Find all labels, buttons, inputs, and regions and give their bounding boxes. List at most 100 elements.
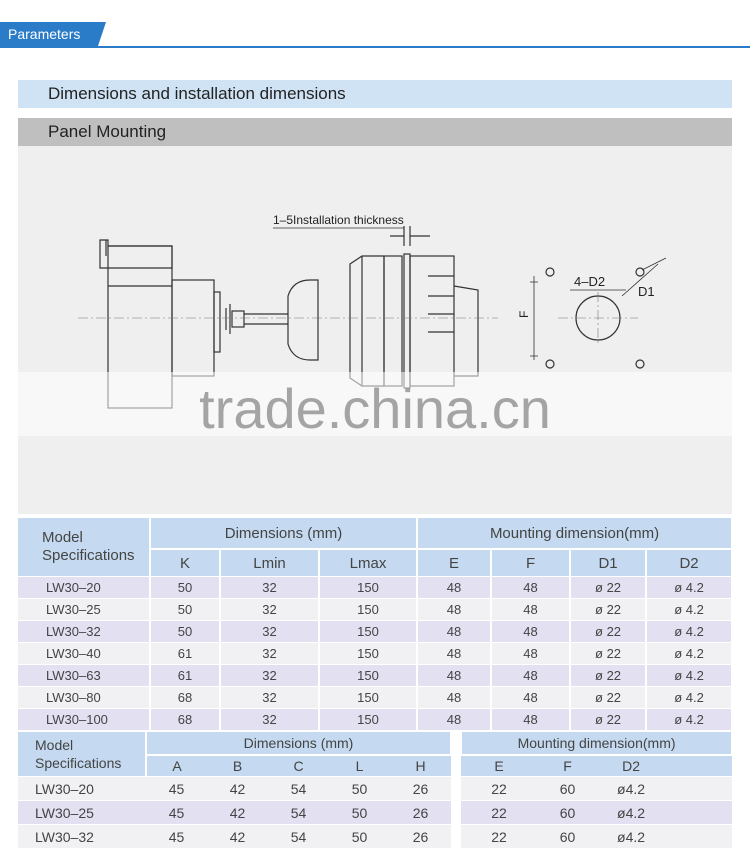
table-cell: ø4.2 xyxy=(598,776,665,801)
mounting-header: Mounting dimension(mm) xyxy=(461,732,734,755)
model-cell: LW30–80 xyxy=(18,686,151,709)
table-row: LW30–20 50 32 150 48 48 ø 22 ø 4.2 xyxy=(18,576,734,599)
section-header-dimensions: Dimensions and installation dimensions xyxy=(18,80,732,108)
column-header: A xyxy=(146,754,207,777)
table-cell: 68 xyxy=(150,708,221,730)
model-cell: LW30–32 xyxy=(18,620,151,643)
table-cell: ø 22 xyxy=(570,598,648,621)
table-cell: 22 xyxy=(461,776,538,801)
table-cell: ø 4.2 xyxy=(646,598,734,621)
model-cell: LW30–63 xyxy=(18,664,151,687)
table-cell: 22 xyxy=(461,824,538,848)
table-cell: 54 xyxy=(268,824,329,848)
table-cell: 32 xyxy=(220,598,320,621)
table-cell: 48 xyxy=(417,686,493,709)
tab-parameters[interactable]: Parameters xyxy=(0,22,106,46)
table-cell: ø 22 xyxy=(570,642,648,665)
table-cell: 26 xyxy=(390,824,452,848)
divider xyxy=(451,800,462,825)
table-cell: 45 xyxy=(146,776,207,801)
table-cell: ø 22 xyxy=(570,664,648,687)
table-cell: 32 xyxy=(220,664,320,687)
column-header: L xyxy=(329,754,390,777)
table-cell: 150 xyxy=(319,620,419,643)
divider xyxy=(451,754,462,777)
divider xyxy=(451,776,462,801)
column-header: B xyxy=(207,754,268,777)
table-row: LW30–32 45 42 54 50 26 22 60 ø4.2 xyxy=(18,824,733,848)
table-cell: 48 xyxy=(491,576,572,599)
column-header: Lmin xyxy=(220,548,320,577)
table-cell: 22 xyxy=(461,800,538,825)
label-d1: D1 xyxy=(638,284,655,299)
table-cell-empty xyxy=(664,800,733,825)
divider xyxy=(451,824,462,848)
column-header: D2 xyxy=(646,548,734,577)
table-cell: 150 xyxy=(319,576,419,599)
table-cell: ø 4.2 xyxy=(646,686,734,709)
table-cell: 45 xyxy=(146,800,207,825)
table-cell: 68 xyxy=(150,686,221,709)
table-row: LW30–25 50 32 150 48 48 ø 22 ø 4.2 xyxy=(18,598,734,621)
column-header: E xyxy=(417,548,493,577)
dimensions-table-2: Model Specifications Dimensions (mm) Mou… xyxy=(18,732,734,848)
table-cell: 60 xyxy=(537,776,599,801)
table-cell: ø 22 xyxy=(570,620,648,643)
table-cell: 42 xyxy=(207,824,268,848)
column-header: K xyxy=(150,548,221,577)
column-header: D1 xyxy=(570,548,648,577)
table-row: LW30–100 68 32 150 48 48 ø 22 ø 4.2 xyxy=(18,708,734,730)
table-cell: 48 xyxy=(491,664,572,687)
table-cell: 26 xyxy=(390,800,452,825)
table-cell: ø 4.2 xyxy=(646,708,734,730)
table-cell: 32 xyxy=(220,708,320,730)
dimensions-header: Dimensions (mm) xyxy=(150,518,419,549)
table-cell: 50 xyxy=(150,620,221,643)
table-cell: 48 xyxy=(491,642,572,665)
label-installation-thickness: 1–5Installation thickness xyxy=(273,213,404,227)
column-header: E xyxy=(461,754,538,777)
table-cell: 61 xyxy=(150,664,221,687)
drawing-svg: 1–5Installation thickness 4–D2 D1 F trad… xyxy=(18,213,732,440)
model-cell: LW30–20 xyxy=(18,776,146,801)
watermark-band xyxy=(18,372,732,436)
model-spec-header: Model Specifications xyxy=(18,732,147,777)
table-cell: 32 xyxy=(220,620,320,643)
table-row: LW30–63 61 32 150 48 48 ø 22 ø 4.2 xyxy=(18,664,734,687)
table-cell-empty xyxy=(664,776,733,801)
tab-bar: Parameters xyxy=(0,0,750,48)
column-header: F xyxy=(491,548,572,577)
table-cell: 150 xyxy=(319,708,419,730)
table-cell: 42 xyxy=(207,800,268,825)
table-cell: 60 xyxy=(537,800,599,825)
table-cell: 48 xyxy=(491,686,572,709)
table-cell: 54 xyxy=(268,800,329,825)
dimensions-table-1: Model Specifications Dimensions (mm) Mou… xyxy=(18,518,734,730)
table-cell: 48 xyxy=(417,708,493,730)
column-header: Lmax xyxy=(319,548,419,577)
table-cell: 48 xyxy=(491,598,572,621)
table-cell: ø4.2 xyxy=(598,800,665,825)
table-cell: 50 xyxy=(150,576,221,599)
section-header-panel-mounting: Panel Mounting xyxy=(18,118,732,146)
model-cell: LW30–40 xyxy=(18,642,151,665)
watermark-text: trade.china.cn xyxy=(199,377,551,440)
column-header: D2 xyxy=(598,754,665,777)
table-cell: 150 xyxy=(319,686,419,709)
label-f: F xyxy=(517,311,531,318)
table-cell: 48 xyxy=(417,620,493,643)
table-row: LW30–32 50 32 150 48 48 ø 22 ø 4.2 xyxy=(18,620,734,643)
table-cell: 150 xyxy=(319,598,419,621)
model-cell: LW30–25 xyxy=(18,800,146,825)
model-cell: LW30–25 xyxy=(18,598,151,621)
table-cell: ø 4.2 xyxy=(646,664,734,687)
table-row: LW30–20 45 42 54 50 26 22 60 ø4.2 xyxy=(18,776,733,801)
table-cell: 60 xyxy=(537,824,599,848)
label-4-d2: 4–D2 xyxy=(574,274,605,289)
model-spec-header: Model Specifications xyxy=(18,518,151,577)
table-cell: 32 xyxy=(220,686,320,709)
table-cell: 61 xyxy=(150,642,221,665)
table-cell: 48 xyxy=(417,642,493,665)
table-cell: ø 22 xyxy=(570,686,648,709)
column-header-empty xyxy=(664,754,733,777)
